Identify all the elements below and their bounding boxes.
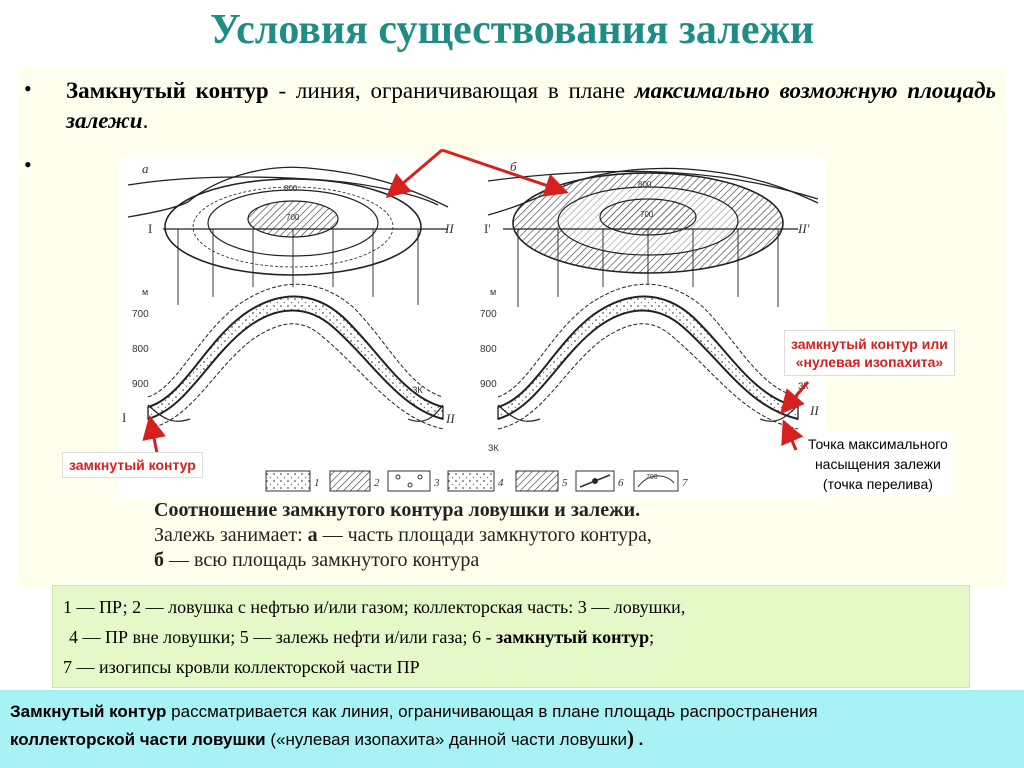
unit-label-b: м	[490, 287, 496, 297]
legend-num-2: 2	[374, 477, 380, 489]
zk-label-b: ЗК	[488, 443, 499, 453]
section-label-i-bottom: I	[122, 410, 126, 425]
definition-paragraph: Замкнутый контур - линия, ограничивающая…	[66, 76, 996, 136]
plan-view-a	[127, 166, 449, 305]
contour-label-800-a: 800	[284, 184, 298, 193]
bottom-term: Замкнутый контур	[10, 702, 167, 721]
bottom-definition: Замкнутый контур рассматривается как лин…	[0, 690, 1024, 768]
label-spill-point: Точка максимального насыщения залежи (то…	[804, 432, 952, 496]
unit-label-a: м	[142, 287, 148, 297]
label-zero-isopach-line2: «нулевая изопахита»	[795, 354, 944, 370]
legend-line-2: 4 — ПР вне ловушки; 5 — залежь нефти и/и…	[63, 622, 959, 652]
contour-label-700-a: 700	[286, 213, 300, 222]
label-spill-line1: Точка максимального	[808, 436, 948, 452]
section-b	[497, 283, 799, 430]
section-label-ii-prime: II'	[797, 221, 810, 236]
label-closed-contour: замкнутый контур	[62, 452, 203, 478]
caption-line-a: Залежь занимает: а — часть площади замкн…	[154, 523, 814, 548]
contour-label-800-b: 800	[638, 180, 652, 189]
figure-caption: Соотношение замкнутого контура ловушки и…	[154, 498, 814, 573]
depth-tick-900-b: 900	[480, 379, 497, 390]
bottom-bold-2: коллекторской части ловушки	[10, 730, 266, 749]
label-zero-isopach: замкнутый контур или «нулевая изопахита»	[784, 330, 955, 376]
bullet-marker: •	[24, 76, 32, 101]
trap-diagram-svg: а I II 800 700 м 700 800 900 I II ЗК	[122, 159, 819, 492]
caption-b-post: — всю площадь замкнутого контура	[164, 549, 480, 571]
figure-legend	[265, 470, 679, 492]
caption-a-post: — часть площади замкнутого контура,	[317, 524, 652, 546]
legend-num-6: 6	[618, 477, 624, 489]
caption-a-pre: Залежь занимает:	[154, 524, 308, 546]
legend-line-1: 1 — ПР; 2 — ловушка с нефтью и/или газом…	[63, 597, 686, 617]
bottom-text-1: рассматривается как линия, ограничивающа…	[166, 702, 818, 721]
depth-tick-700-b: 700	[480, 309, 497, 320]
bottom-dot: .	[633, 730, 644, 749]
legend-num-3: 3	[433, 477, 440, 489]
label-spill-line3: (точка перелива)	[822, 476, 933, 492]
legend-line-2-pre: 4 — ПР вне ловушки; 5 — залежь нефти и/и…	[69, 627, 496, 647]
legend-num-7: 7	[682, 477, 688, 489]
panel-b-label: б	[510, 159, 517, 174]
bullet-marker-2: •	[24, 152, 32, 177]
label-spill-line2: насыщения залежи	[814, 456, 941, 472]
depth-tick-800-a: 800	[132, 344, 149, 355]
definition-end: .	[142, 108, 149, 133]
definition-term: Замкнутый контур	[66, 78, 269, 103]
depth-tick-800-b: 800	[480, 344, 497, 355]
legend-num-1: 1	[314, 477, 320, 489]
legend-num-5: 5	[562, 477, 568, 489]
panel-a-label: а	[142, 161, 149, 176]
caption-title: Соотношение замкнутого контура ловушки и…	[154, 499, 641, 521]
caption-line-b: б — всю площадь замкнутого контура	[154, 548, 814, 573]
bottom-paren: )	[626, 726, 634, 750]
legend-line-2-post: ;	[649, 627, 655, 647]
plan-view-b	[487, 167, 819, 307]
section-label-i-prime: I'	[484, 221, 491, 236]
depth-tick-900-a: 900	[132, 379, 149, 390]
section-label-ii-bottom: II	[445, 411, 455, 426]
section-label-i: I	[148, 221, 152, 236]
depth-tick-700-a: 700	[132, 309, 149, 320]
caption-b-letter: б	[154, 549, 164, 571]
legend-box: 1 — ПР; 2 — ловушка с нефтью и/или газом…	[52, 585, 970, 688]
trap-diagram: а I II 800 700 м 700 800 900 I II ЗК	[118, 157, 826, 497]
label-zero-isopach-line1: замкнутый контур или	[791, 336, 948, 352]
section-label-ii-b-bottom: II	[809, 403, 819, 418]
caption-a-letter: а	[307, 524, 318, 546]
zk-label-a: ЗК	[412, 385, 423, 395]
legend-line-2-bold: замкнутый контур	[495, 627, 650, 647]
contour-label-700-b: 700	[640, 210, 654, 219]
zk-label-b2: ЗК	[798, 381, 809, 391]
page-title: Условия существования залежи	[209, 7, 815, 53]
section-label-ii: II	[444, 221, 454, 236]
definition-emphasis: максимально возможную площадь залежи	[66, 78, 996, 133]
definition-text: - линия, ограничивающая в плане	[278, 78, 626, 103]
bottom-text-2: («нулевая изопахита» данной части ловушк…	[265, 730, 627, 749]
section-a	[147, 283, 444, 430]
legend-7-value: 700	[646, 474, 658, 481]
legend-line-3: 7 — изогипсы кровли коллекторской части …	[63, 657, 420, 677]
legend-num-4: 4	[498, 477, 504, 489]
